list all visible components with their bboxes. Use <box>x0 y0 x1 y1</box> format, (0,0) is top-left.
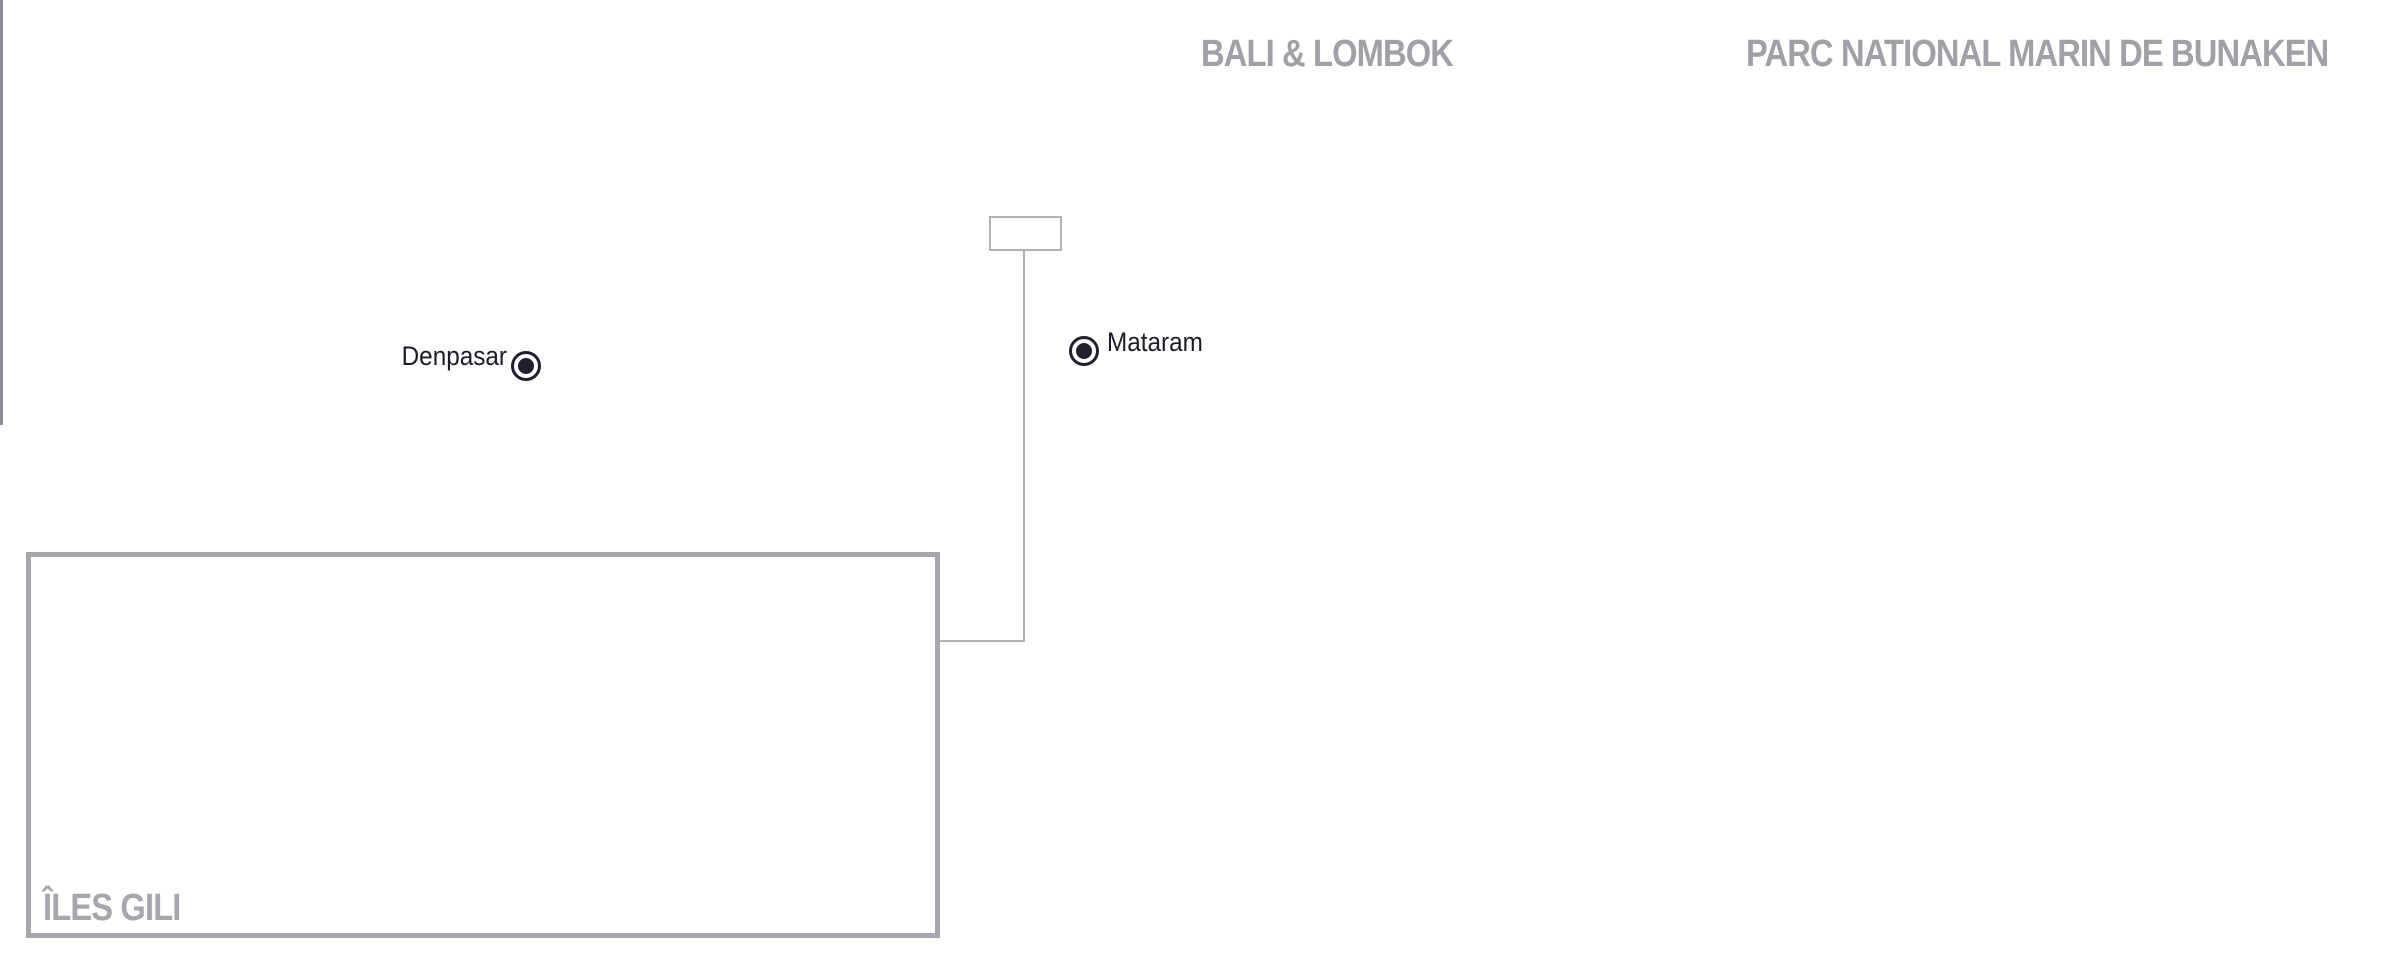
city-label-mataram: Mataram <box>1107 327 1203 357</box>
inset-leader-line <box>940 250 1025 642</box>
city-label-denpasar: Denpasar <box>401 341 507 371</box>
frame-edge-line <box>0 0 3 425</box>
inset-label-gili: ÎLES GILI <box>43 887 181 929</box>
inset-frame-gili <box>26 552 940 938</box>
capital-marker-icon <box>1069 336 1099 366</box>
inset-locator-box <box>989 216 1062 251</box>
capital-marker-icon <box>511 351 541 381</box>
map-title-bali-lombok: BALI & LOMBOK <box>1201 33 1454 75</box>
map-title-bunaken: PARC NATIONAL MARIN DE BUNAKEN <box>1746 33 2329 75</box>
